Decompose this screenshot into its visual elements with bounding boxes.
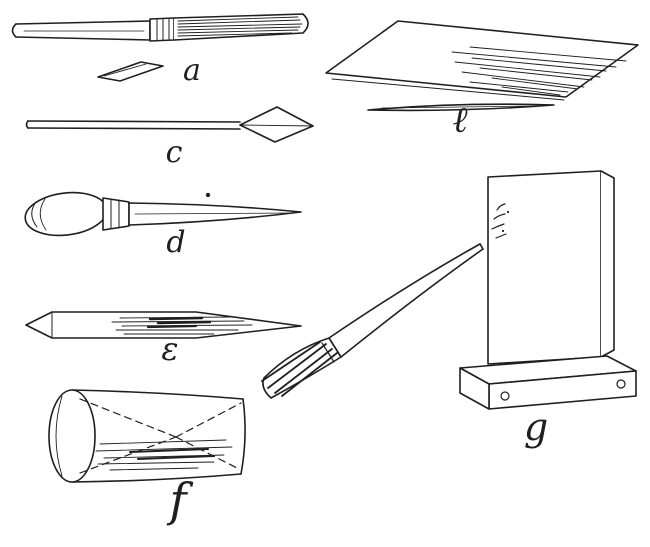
label-d: d xyxy=(166,225,185,260)
ink-dot xyxy=(205,192,211,198)
hidden-cone-lines xyxy=(79,398,242,474)
paint-marks xyxy=(491,203,510,239)
brush xyxy=(261,243,484,399)
label-e: ε xyxy=(161,330,178,368)
screw-hole xyxy=(500,391,510,401)
ink-layer: a ℓ c xyxy=(11,13,639,527)
spear-tool-figure: c xyxy=(25,106,314,170)
upright-board xyxy=(487,170,615,365)
crayon-figure: ε xyxy=(25,311,302,368)
label-g: g xyxy=(524,405,548,449)
label-f: f xyxy=(166,473,193,527)
pen-holder-figure: a xyxy=(11,13,309,88)
label-c: c xyxy=(166,135,183,170)
screw-hole xyxy=(616,379,626,389)
cylinder-figure: f xyxy=(48,389,246,527)
brush-board-figure: g xyxy=(261,170,637,449)
base-block xyxy=(459,355,637,410)
stylus xyxy=(367,103,555,112)
nib-parallelogram xyxy=(97,61,164,82)
scriber-figure: d xyxy=(24,191,302,260)
label-b: ℓ xyxy=(453,100,468,141)
plate-figure: ℓ xyxy=(325,20,639,141)
label-a: a xyxy=(183,53,201,88)
